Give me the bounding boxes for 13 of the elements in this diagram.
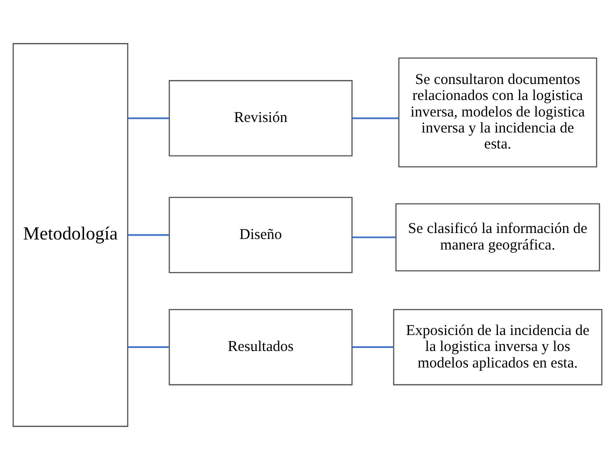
connector bbox=[128, 234, 170, 236]
node-box: Exposición de la incidencia de la logistica inversa y los modelos aplicados en esta. bbox=[393, 308, 602, 385]
node-box: Metodología bbox=[12, 42, 128, 426]
node-box: Se clasificó la información de manera geográfica. bbox=[395, 202, 600, 271]
node-box: Diseño bbox=[168, 196, 353, 273]
node-box: Revisión bbox=[168, 80, 353, 156]
connector bbox=[128, 116, 170, 119]
connector bbox=[352, 236, 396, 238]
connector bbox=[352, 346, 394, 348]
connector bbox=[128, 346, 170, 348]
connector bbox=[352, 116, 399, 119]
node-box: Se consultaron documentos relacionados con la logistica inversa, modelos de logistica inversa y la incidencia de esta. bbox=[398, 57, 598, 167]
node-box: Resultados bbox=[168, 308, 353, 385]
